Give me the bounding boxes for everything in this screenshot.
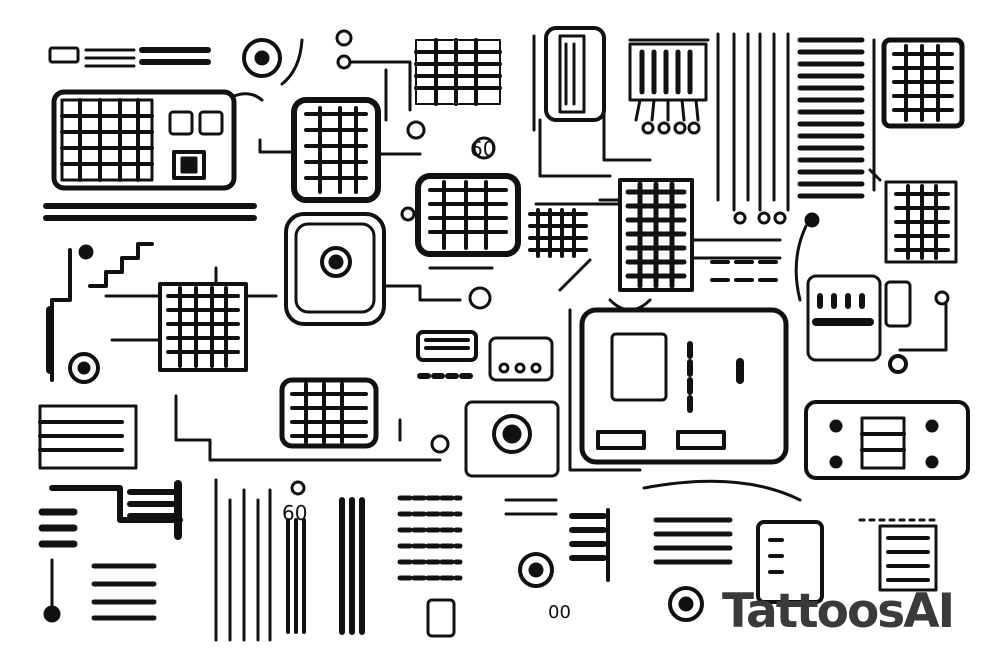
vertical-bus bbox=[716, 32, 790, 225]
maze-chip-big bbox=[598, 178, 782, 312]
striped-box bbox=[38, 404, 138, 470]
bottom-dials bbox=[518, 552, 704, 622]
striped-block bbox=[797, 37, 865, 199]
maze-chip-1 bbox=[258, 97, 422, 203]
staircase bbox=[46, 242, 154, 384]
maze-chip-tr bbox=[872, 37, 965, 192]
bottom-rods-mid bbox=[569, 508, 610, 582]
top-ladder bbox=[406, 38, 502, 160]
meter-panels bbox=[416, 286, 554, 382]
vertical-rods bbox=[214, 478, 365, 642]
circle-box bbox=[464, 400, 560, 478]
maze-chip-center bbox=[400, 173, 521, 270]
watermark-logo: TattoosAI bbox=[722, 584, 955, 639]
top-left-bars bbox=[48, 38, 304, 86]
resistor-array bbox=[628, 38, 710, 135]
right-control-panel bbox=[806, 274, 950, 374]
tall-card bbox=[532, 26, 652, 178]
bottom-ring-glyphs: 00 bbox=[548, 602, 571, 623]
small-grid bbox=[528, 202, 620, 258]
switch-box bbox=[804, 400, 970, 480]
maze-chip-right bbox=[868, 168, 958, 264]
top-right-glyphs: 60 bbox=[470, 137, 495, 161]
left-thick-bars bbox=[43, 203, 257, 221]
bottom-center-glyphs: 60 bbox=[282, 501, 307, 525]
bottom-right-panels bbox=[642, 479, 942, 604]
monitor-left bbox=[284, 212, 462, 326]
maze-chip-left bbox=[104, 266, 278, 372]
top-wires bbox=[335, 29, 412, 122]
big-frame bbox=[558, 258, 789, 472]
maze-chip-lower bbox=[174, 377, 450, 462]
stacked-bars bbox=[397, 495, 558, 638]
bottom-left-parts bbox=[38, 480, 183, 623]
dashed-rows bbox=[710, 212, 820, 302]
left-console-panel bbox=[51, 89, 264, 191]
